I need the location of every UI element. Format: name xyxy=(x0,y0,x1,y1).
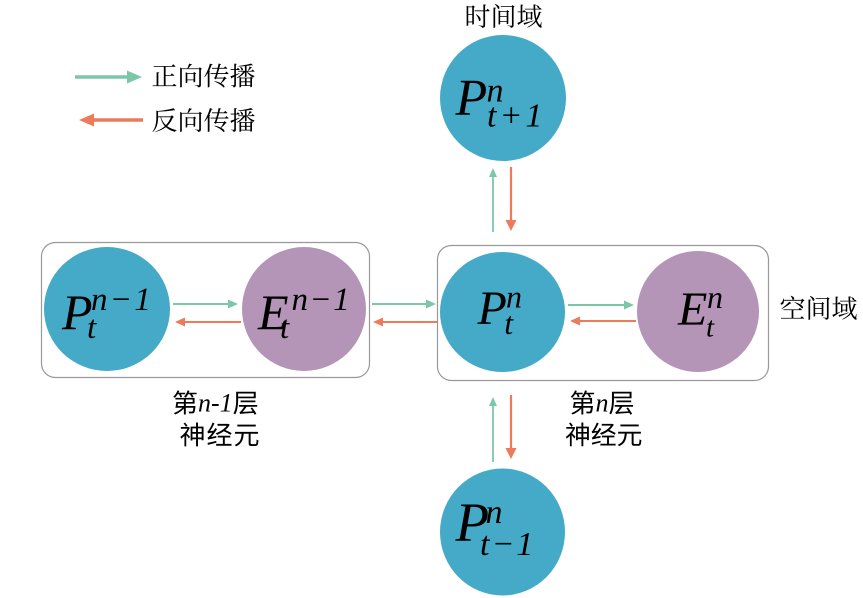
svg-text:n: n xyxy=(486,494,503,531)
svg-text:n−1: n−1 xyxy=(91,282,153,318)
svg-text:n: n xyxy=(596,389,609,418)
svg-text:P: P xyxy=(61,284,93,340)
svg-text:E: E xyxy=(677,283,707,336)
svg-text:n: n xyxy=(506,279,522,315)
svg-text:t: t xyxy=(87,310,97,346)
svg-text:t+1: t+1 xyxy=(487,98,545,135)
svg-text:P: P xyxy=(455,492,490,553)
svg-text:n: n xyxy=(487,73,504,110)
svg-text:t−1: t−1 xyxy=(480,526,535,563)
svg-text:t: t xyxy=(706,312,715,344)
svg-text:t: t xyxy=(504,305,514,341)
svg-text:E: E xyxy=(257,284,289,340)
svg-text:P: P xyxy=(455,70,488,127)
svg-text:n-1: n-1 xyxy=(198,389,233,418)
svg-text:n−1: n−1 xyxy=(292,282,352,318)
svg-text:n: n xyxy=(707,279,723,315)
svg-text:P: P xyxy=(477,282,507,335)
svg-text:t: t xyxy=(280,310,290,346)
